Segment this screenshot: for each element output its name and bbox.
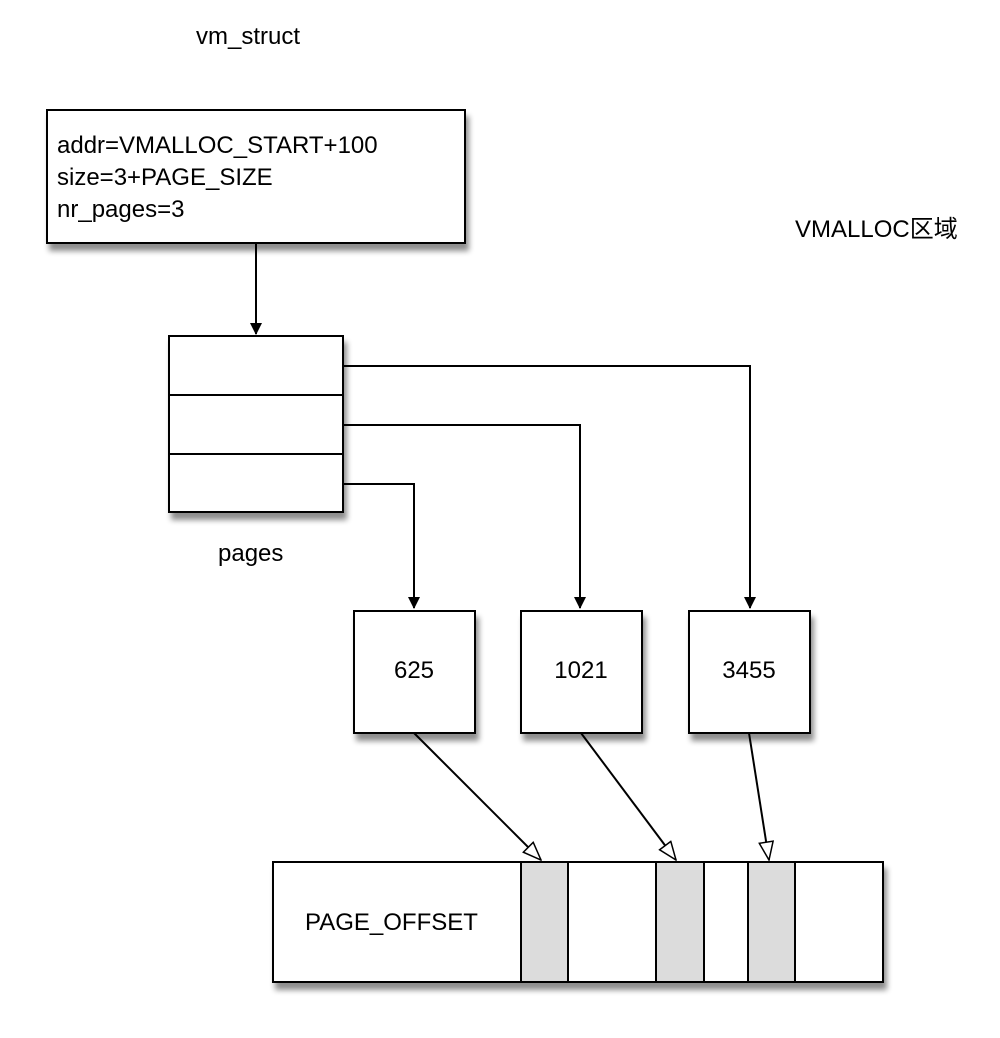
- vm-struct-box: [46, 109, 466, 244]
- frame-3455-to-memory-arrow: [748, 732, 769, 860]
- mapped-page-1: [520, 861, 569, 983]
- page-frame-3455: 3455: [722, 657, 775, 684]
- vmalloc-region-label: VMALLOC区域: [795, 216, 958, 243]
- frame-1021-to-memory-arrow: [580, 732, 676, 860]
- pages-slot-1-pointer: [343, 365, 756, 609]
- mapped-page-2: [655, 861, 705, 983]
- page-offset-label: PAGE_OFFSET: [305, 909, 478, 936]
- page-frame-box-1021: [520, 610, 643, 734]
- vm-struct-field-size: size=3+PAGE_SIZE: [57, 164, 273, 191]
- page-frame-box-625: [353, 610, 476, 734]
- pages-array: [168, 335, 344, 513]
- pages-label: pages: [218, 540, 283, 567]
- vm-struct-title: vm_struct: [196, 23, 300, 50]
- pages-slot-2-pointer: [343, 424, 586, 609]
- vm-struct-field-nr-pages: nr_pages=3: [57, 196, 184, 223]
- frame-625-to-memory-arrow: [413, 732, 541, 860]
- page-frame-625: 625: [394, 657, 434, 684]
- vm-struct-field-addr: addr=VMALLOC_START+100: [57, 132, 378, 159]
- page-frame-1021: 1021: [554, 657, 607, 684]
- mapped-page-3: [747, 861, 796, 983]
- pages-slot-3-pointer: [343, 483, 420, 609]
